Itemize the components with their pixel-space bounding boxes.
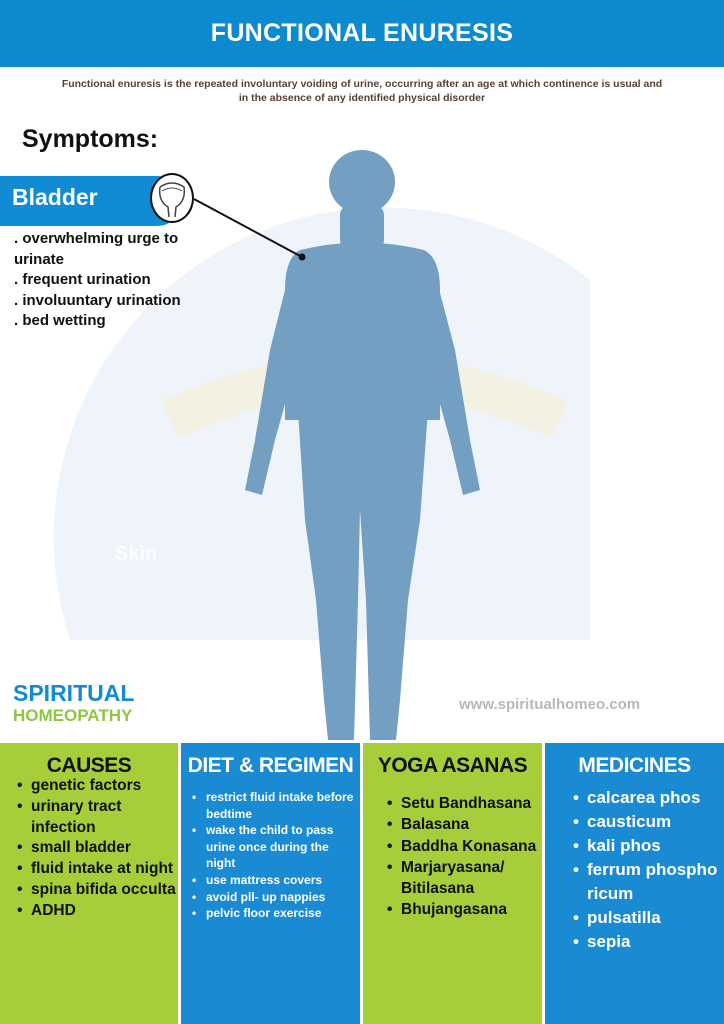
- list-item: spina bifida occulta: [17, 880, 178, 901]
- causes-column: CAUSES genetic factors urinary tract inf…: [0, 743, 178, 1024]
- brand-logo-line1: SPIRITUAL: [13, 680, 135, 706]
- list-item: use mattress covers: [192, 872, 354, 889]
- list-item: ferrum phosphoricum: [573, 858, 720, 906]
- list-item: genetic factors: [17, 776, 178, 797]
- list-item: Bhujangasana: [387, 899, 538, 921]
- column-title: DIET & REGIMEN: [187, 754, 354, 777]
- column-title: CAUSES: [46, 754, 132, 777]
- symptom-item: . frequent urination: [14, 271, 151, 288]
- list-item: pulsatilla: [573, 906, 720, 930]
- list-item: wake the child to pass urine once during…: [192, 822, 354, 872]
- yoga-asanas-column: YOGA ASANAS Setu Bandhasana Balasana Bad…: [363, 743, 542, 1024]
- symptom-item: . bed wetting: [14, 312, 106, 329]
- list-item: calcarea phos: [573, 786, 720, 810]
- page-title: FUNCTIONAL ENURESIS: [0, 0, 724, 67]
- column-title: MEDICINES: [578, 754, 691, 777]
- list-item: Baddha Konasana: [387, 836, 538, 858]
- list-item: Marjaryasana/ Bitilasana: [387, 857, 538, 900]
- diet-regimen-column: DIET & REGIMEN restrict fluid intake bef…: [181, 743, 360, 1024]
- website-url: www.spiritualhomeo.com: [459, 696, 641, 713]
- list-item: kali phos: [573, 834, 720, 858]
- watermark-text: Skin: [115, 543, 158, 565]
- symptom-item: . overwhelming urge to urinate: [14, 230, 179, 268]
- list-item: fluid intake at night: [17, 859, 178, 880]
- human-silhouette: [245, 150, 480, 740]
- list-item: Balasana: [387, 814, 538, 836]
- list-item: ADHD: [17, 901, 178, 922]
- list-item: avoid pll- up nappies: [192, 889, 354, 906]
- list-item: small bladder: [17, 838, 178, 859]
- symptom-list: . overwhelming urge to urinate . frequen…: [14, 229, 214, 332]
- medicines-column: MEDICINES calcarea phos causticum kali p…: [545, 743, 724, 1024]
- column-title: YOGA ASANAS: [377, 754, 528, 777]
- list-item: Setu Bandhasana: [387, 793, 538, 815]
- list-item: urinary tract infection: [17, 797, 178, 839]
- brand-logo-line2: HOMEOPATHY: [13, 706, 133, 725]
- list-item: causticum: [573, 810, 720, 834]
- symptoms-heading: Symptoms:: [22, 125, 159, 153]
- list-item: restrict fluid intake before bedtime: [192, 789, 354, 822]
- list-item: sepia: [573, 930, 720, 954]
- bladder-icon: [150, 173, 194, 223]
- list-item: pelvic floor exercise: [192, 905, 354, 922]
- intro-text: Functional enuresis is the repeated invo…: [61, 78, 663, 104]
- symptom-item: . involuuntary urination: [14, 291, 181, 309]
